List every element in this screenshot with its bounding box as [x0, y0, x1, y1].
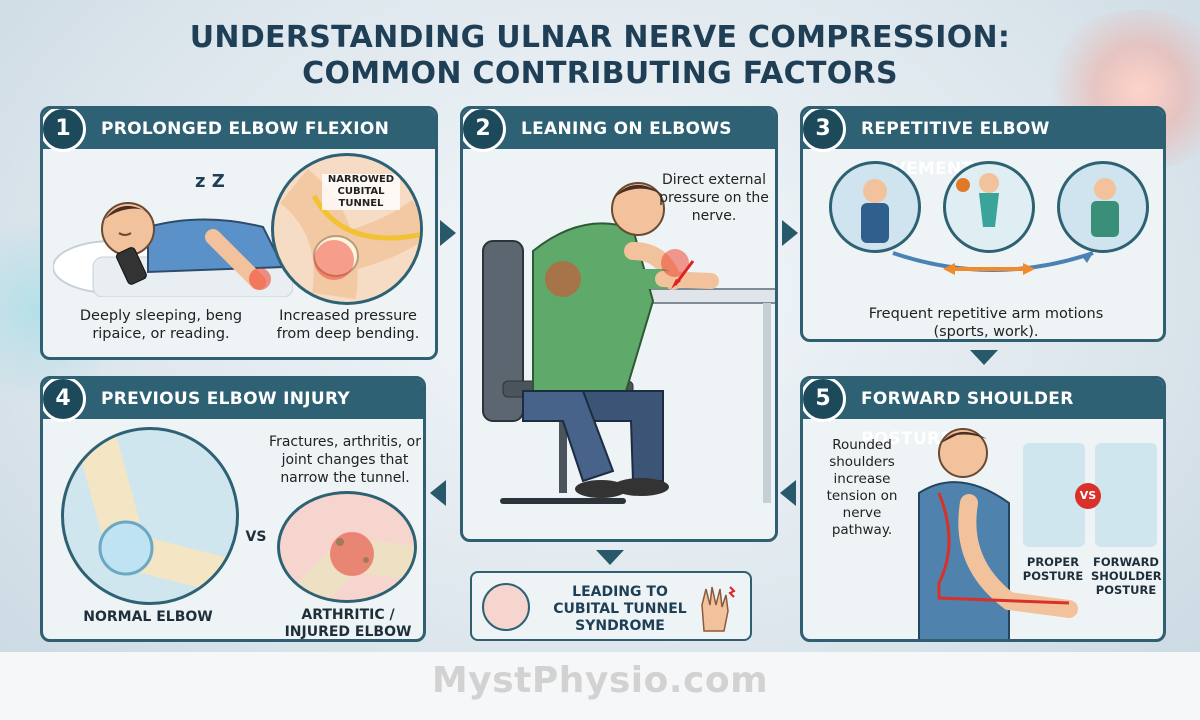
vs-badge: VS: [1075, 483, 1101, 509]
panel-heading: FORWARD SHOULDER POSTURE: [803, 379, 1163, 449]
step-number: 1: [43, 109, 86, 152]
label-arthritic-elbow: ARTHRITIC / INJURED ELBOW: [284, 607, 412, 640]
caption-repetitive-motions: Frequent repetitive arm motions (sports,…: [868, 306, 1104, 340]
elbow-pain-icon: [482, 583, 530, 631]
panel-repetitive-elbow-movements: REPETITIVE ELBOW MOVEMENTS 3 Frequent re…: [800, 106, 1166, 342]
sleep-zz: z Z: [195, 171, 225, 192]
label-normal-elbow: NORMAL ELBOW: [83, 609, 213, 625]
flow-arrow-right-2: [782, 220, 798, 246]
caption-pressure: Increased pressure from deep bending.: [276, 308, 420, 342]
panel-leaning-on-elbows: LEANING ON ELBOWS 2 Direct external pres…: [460, 106, 778, 542]
flow-arrow-down-outcome: [596, 550, 624, 565]
caption-posture: Rounded shoulders increase tension on ne…: [826, 437, 898, 538]
thrower-icon: [943, 161, 1035, 253]
proper-posture-figure: [1023, 443, 1085, 547]
panel-heading: REPETITIVE ELBOW MOVEMENTS: [803, 109, 1163, 179]
panel-heading: LEANING ON ELBOWS: [463, 109, 775, 149]
caption-sleeping: Deeply sleeping, beng ripaice, or readin…: [79, 308, 243, 342]
step-number: 5: [803, 379, 846, 422]
step-number: 3: [803, 109, 846, 152]
hand-pain-icon: [694, 581, 738, 633]
outcome-text: LEADING TO CUBITAL TUNNEL SYNDROME: [553, 584, 687, 634]
panel-heading: PREVIOUS ELBOW INJURY: [43, 379, 423, 419]
sleeping-man-illustration: z Z: [53, 171, 293, 297]
flow-arrow-right-1: [440, 220, 456, 246]
flow-arrow-down-3: [970, 350, 998, 365]
title-line-2: COMMON CONTRIBUTING FACTORS: [302, 56, 898, 91]
caption-injury: Fractures, arthritis, or joint changes t…: [269, 434, 421, 486]
page-title: UNDERSTANDING ULNAR NERVE COMPRESSION: C…: [150, 20, 1050, 92]
panel-forward-shoulder-posture: FORWARD SHOULDER POSTURE 5 Rounded shoul…: [800, 376, 1166, 642]
leaning-man-illustration: [482, 182, 775, 504]
footer-band: [0, 652, 1200, 720]
motion-arrows: [892, 251, 1094, 275]
title-line-1: UNDERSTANDING ULNAR NERVE COMPRESSION:: [189, 20, 1011, 55]
flow-arrow-left-5: [780, 480, 796, 506]
annotation-direct-pressure: Direct external pressure on the nerve.: [659, 172, 769, 224]
worker-figures: [861, 173, 1119, 243]
normal-elbow-illustration: [61, 427, 239, 605]
arthritic-elbow-illustration: [277, 491, 417, 603]
step-number: 2: [463, 109, 506, 152]
flow-arrow-left-4: [430, 480, 446, 506]
elbow-nerve-diagram: [279, 168, 420, 300]
watermark: MystPhysio.com: [431, 660, 769, 701]
step-number: 4: [43, 379, 86, 422]
inset-label: NARROWED CUBITAL TUNNEL: [322, 174, 400, 210]
panel-heading: PROLONGED ELBOW FLEXION: [43, 109, 435, 149]
vs-label: VS: [245, 529, 267, 545]
outcome-box: LEADING TO CUBITAL TUNNEL SYNDROME: [470, 571, 752, 641]
panel-previous-elbow-injury: PREVIOUS ELBOW INJURY 4 VS Fractures, ar…: [40, 376, 426, 642]
forward-posture-figure: [1095, 443, 1157, 547]
panel-prolonged-elbow-flexion: PROLONGED ELBOW FLEXION 1 z Z NARROWED C…: [40, 106, 438, 360]
label-proper-posture: PROPER POSTURE: [1022, 555, 1084, 583]
posture-man-illustration: [918, 428, 1078, 639]
cubital-tunnel-inset: NARROWED CUBITAL TUNNEL: [271, 153, 423, 305]
label-forward-posture: FORWARD SHOULDER POSTURE: [1091, 555, 1162, 597]
